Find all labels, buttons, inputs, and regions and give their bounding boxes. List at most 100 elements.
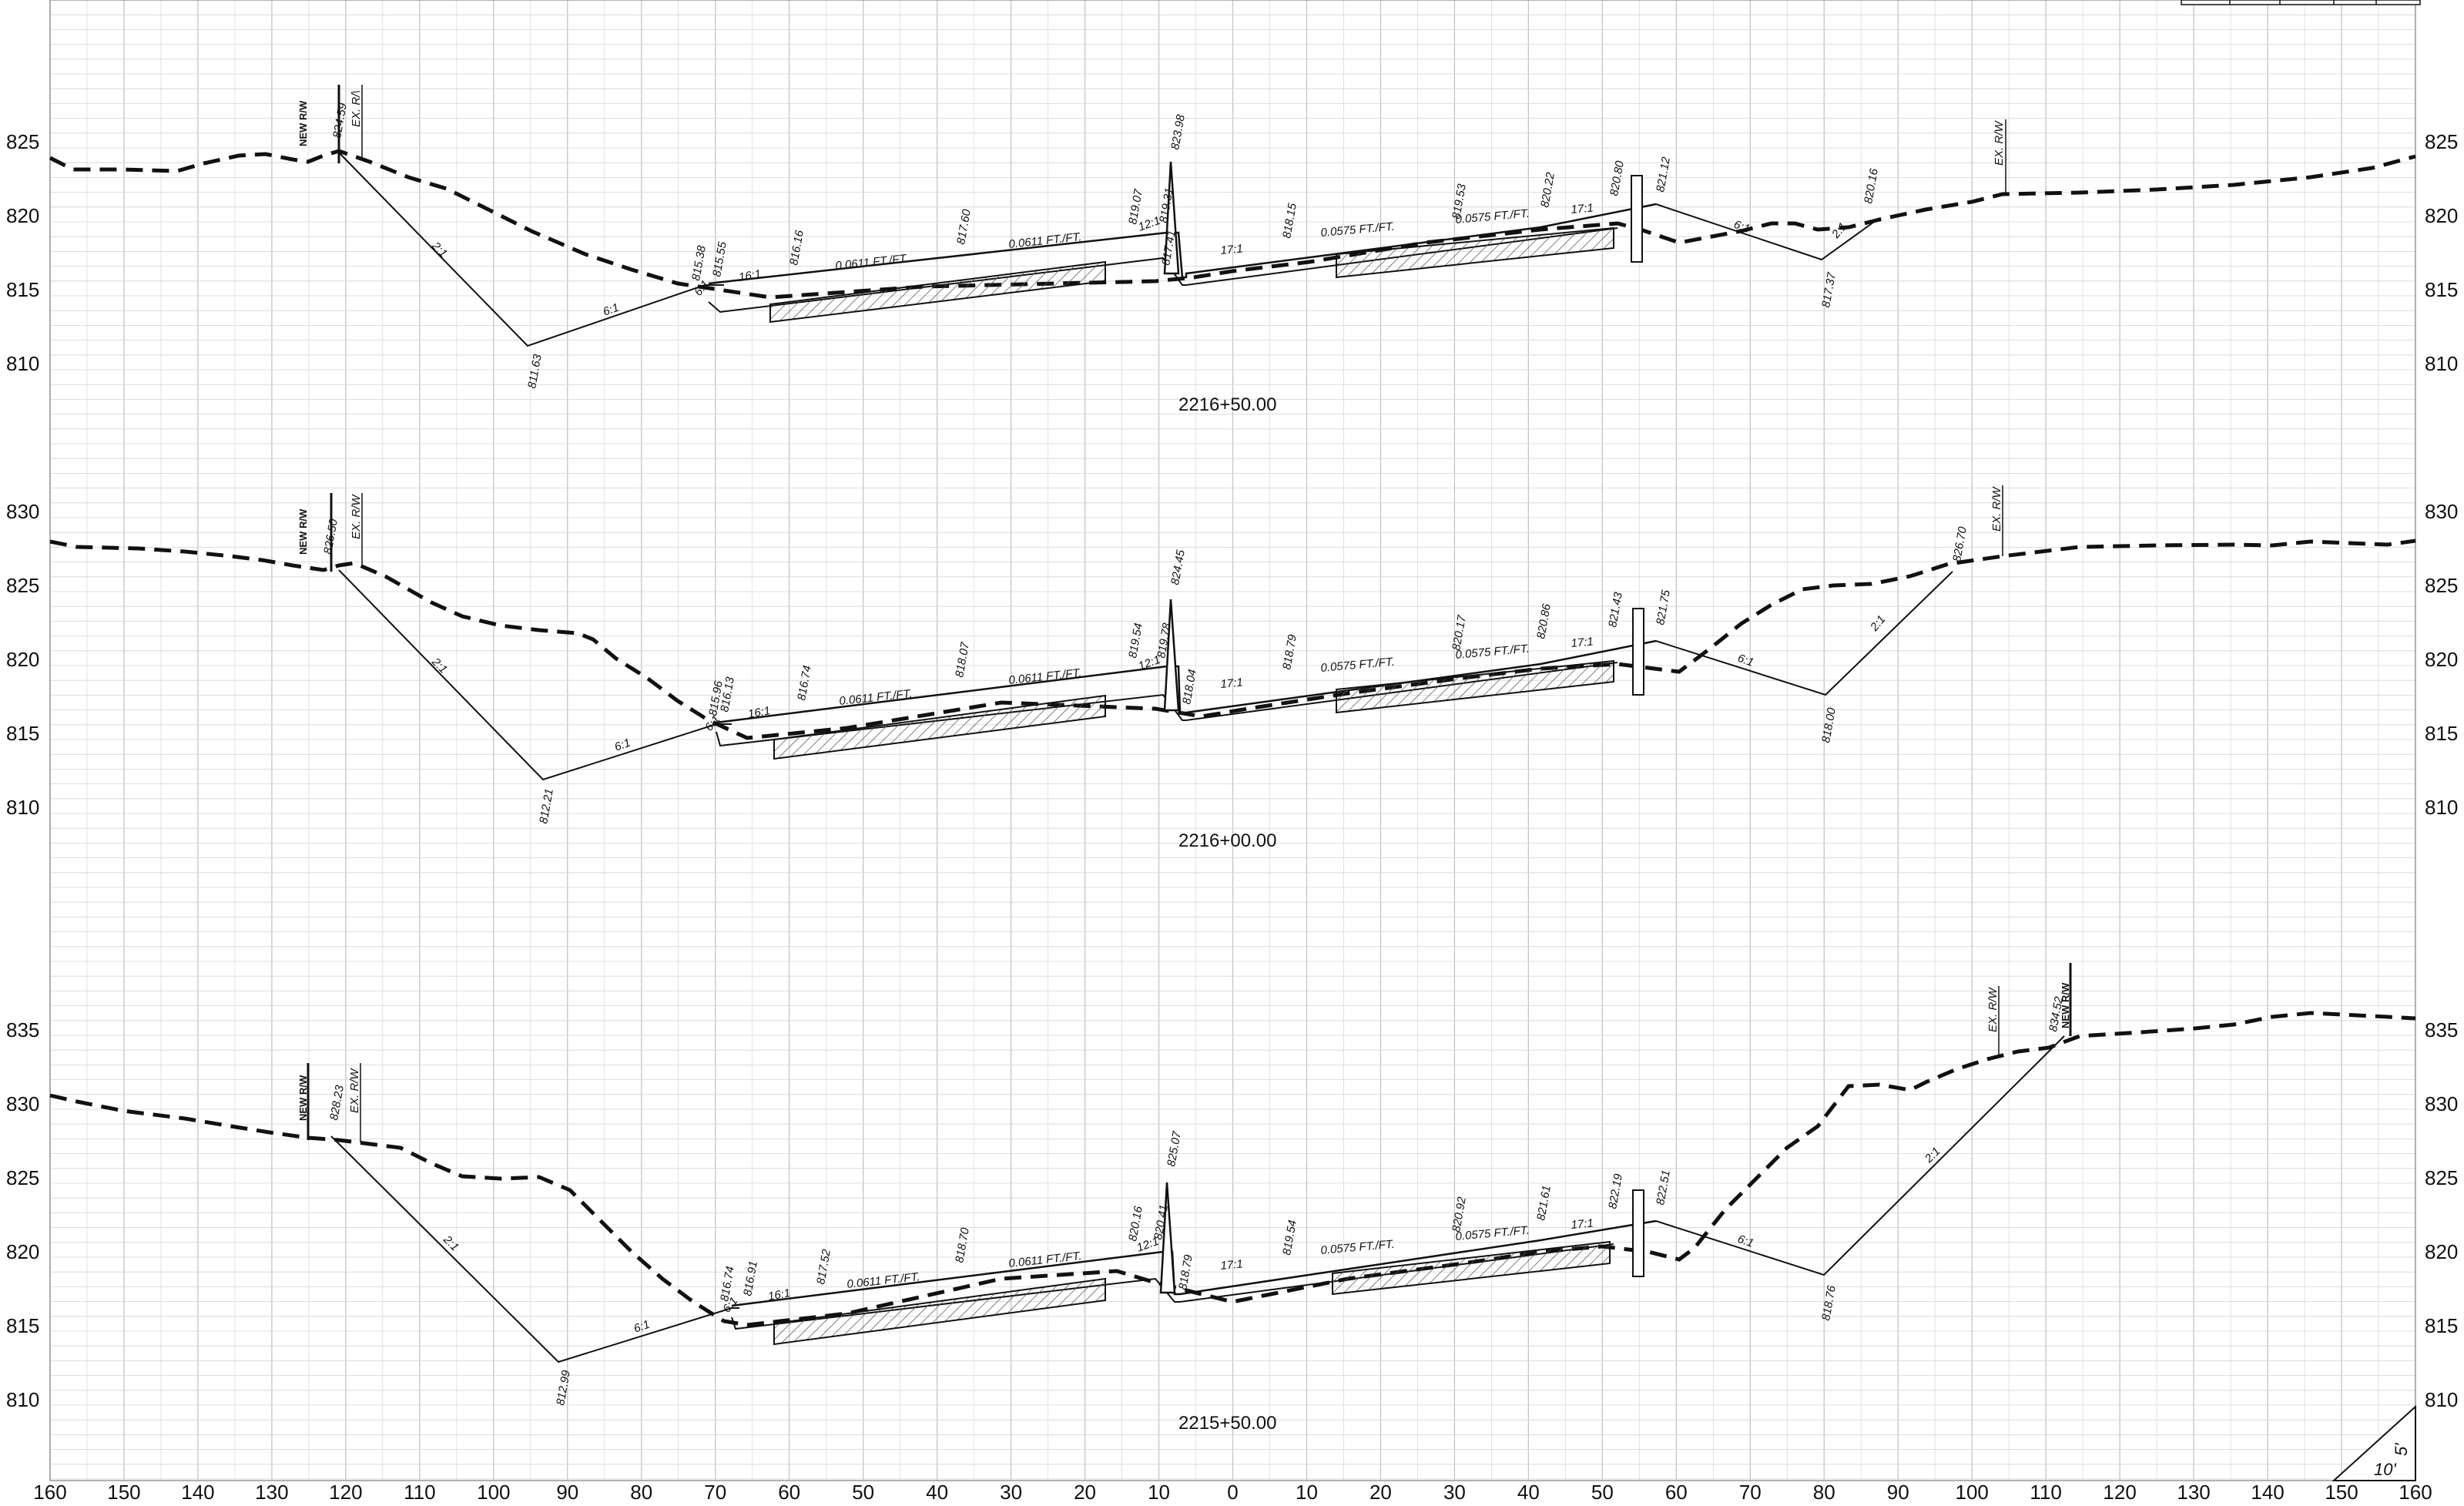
grade-label: 0.0575 FT./FT. bbox=[1455, 642, 1530, 662]
curb-spike bbox=[1163, 599, 1180, 712]
ex-rw-label: EX. R/W bbox=[350, 494, 363, 539]
elev-label: 825 bbox=[6, 1166, 39, 1189]
ex-rw-label: EX. R/W bbox=[1993, 120, 2006, 166]
barrier-post bbox=[1632, 608, 1644, 696]
offset-label: 130 bbox=[2177, 1481, 2210, 1504]
proposed-right-slope bbox=[1655, 571, 1953, 696]
elevation-callout: 815.38 bbox=[689, 244, 709, 282]
grade-label: 0.0611 FT./FT. bbox=[1008, 230, 1083, 251]
elev-label: 815 bbox=[2425, 1314, 2458, 1337]
elev-label: 810 bbox=[2425, 796, 2458, 819]
slope-label: 17:1 bbox=[1220, 676, 1244, 691]
elev-label: 820 bbox=[6, 648, 39, 671]
slope-label: 17:1 bbox=[1220, 243, 1244, 257]
offset-label: 40 bbox=[926, 1481, 948, 1504]
offset-label: 0 bbox=[1227, 1481, 1238, 1504]
hatched-base-left bbox=[773, 694, 1106, 760]
elevation-callout: 820.22 bbox=[1538, 171, 1557, 209]
elevation-callout: 817.60 bbox=[954, 208, 974, 246]
offset-label: 110 bbox=[2030, 1481, 2061, 1504]
elevation-callout: 828.23 bbox=[327, 1084, 347, 1122]
offset-label: 50 bbox=[852, 1481, 874, 1504]
offset-label: 60 bbox=[778, 1481, 800, 1504]
existing-ground-line bbox=[49, 149, 2416, 300]
elev-label: 815 bbox=[6, 722, 39, 745]
existing-ground-line bbox=[49, 1011, 2416, 1327]
slope-label: 17:1 bbox=[1220, 1258, 1244, 1273]
elevation-callout: 820.16 bbox=[1862, 167, 1881, 205]
slope-label: 17:1 bbox=[1571, 1217, 1594, 1232]
offset-label: 80 bbox=[630, 1481, 652, 1504]
offset-label: 150 bbox=[2325, 1481, 2358, 1504]
proposed-slope-line bbox=[338, 152, 724, 347]
offset-label: 100 bbox=[1955, 1481, 1988, 1504]
scale-horizontal: 10' bbox=[2374, 1460, 2396, 1479]
elev-label: 835 bbox=[6, 1018, 39, 1041]
offset-label: 160 bbox=[2399, 1481, 2432, 1504]
grade-label: 0.0611 FT./FT. bbox=[839, 687, 914, 708]
elev-label: 820 bbox=[2425, 648, 2458, 671]
station-label: 2216+00.00 bbox=[1178, 830, 1276, 851]
cross-section-2216-00: NEW R/W EX. R/W EX. R/W 826.50 812.21 81… bbox=[49, 485, 2416, 851]
offset-label: 110 bbox=[404, 1481, 435, 1504]
elevation-callout: 818.04 bbox=[1180, 669, 1199, 706]
slope-label: 16:1 bbox=[767, 1286, 792, 1303]
elevation-callout: 818.79 bbox=[1280, 633, 1299, 671]
slope-label: 17:1 bbox=[1571, 636, 1594, 650]
elevation-callout: 823.98 bbox=[1168, 113, 1188, 151]
grade-label: 0.0575 FT./FT. bbox=[1320, 656, 1396, 675]
elev-label: 815 bbox=[2425, 722, 2458, 745]
elevation-callout: 821.61 bbox=[1534, 1185, 1554, 1222]
offset-label: 120 bbox=[329, 1481, 362, 1504]
elevation-callout: 816.74 bbox=[718, 1266, 737, 1303]
elevation-callout: 825.07 bbox=[1165, 1130, 1184, 1168]
elev-label: 830 bbox=[2425, 1092, 2458, 1115]
grade-label: 0.0575 FT./FT. bbox=[1320, 1238, 1396, 1257]
elevation-callout: 818.00 bbox=[1819, 706, 1839, 744]
elev-label: 810 bbox=[6, 352, 39, 375]
hatched-base-left bbox=[773, 1277, 1106, 1346]
ex-rw-label: EX. R/\ bbox=[350, 90, 363, 127]
elev-label: 820 bbox=[6, 204, 39, 227]
elev-label: 830 bbox=[6, 500, 39, 523]
ex-rw-label: EX. R/W bbox=[1986, 987, 2000, 1032]
grade-label: 0.0575 FT./FT. bbox=[1455, 207, 1530, 226]
slope-label: 16:1 bbox=[738, 267, 763, 284]
new-rw-label: NEW R/W bbox=[297, 1075, 309, 1121]
elevation-callout: 818.15 bbox=[1280, 202, 1299, 240]
elev-label: 825 bbox=[2425, 1166, 2458, 1189]
elevation-callout: 822.19 bbox=[1606, 1172, 1625, 1210]
slope-label: 6:1 bbox=[613, 736, 632, 754]
elevation-callout: 819.54 bbox=[1280, 1219, 1299, 1256]
offset-label: 60 bbox=[1665, 1481, 1688, 1504]
title-block-fragment bbox=[2181, 0, 2421, 5]
elevation-callout: 821.12 bbox=[1654, 156, 1673, 193]
grade-label: 0.0611 FT./FT. bbox=[846, 1270, 921, 1291]
barrier-post bbox=[1631, 175, 1643, 263]
elev-label: 830 bbox=[2425, 500, 2458, 523]
elevation-callout: 820.80 bbox=[1607, 159, 1627, 197]
elevation-callout: 820.16 bbox=[1126, 1205, 1145, 1243]
offset-label: 90 bbox=[1887, 1481, 1909, 1504]
slope-label: 6:1 bbox=[1736, 1233, 1755, 1250]
proposed-slope-line bbox=[338, 569, 732, 781]
elevation-callout: 815.55 bbox=[710, 240, 729, 278]
slope-label: 12:1 bbox=[1137, 653, 1162, 673]
left-elevation-axis: 825 820 815 810 830 825 820 815 810 835 … bbox=[6, 130, 39, 1411]
hatched-base-right bbox=[1336, 226, 1614, 279]
elev-label: 825 bbox=[2425, 130, 2458, 153]
elevation-callout: 818.70 bbox=[953, 1226, 972, 1264]
offset-label: 90 bbox=[556, 1481, 578, 1504]
elevation-callout: 816.91 bbox=[741, 1260, 760, 1297]
slope-label: 2:1 bbox=[1867, 613, 1888, 635]
offset-label: 30 bbox=[1443, 1481, 1466, 1504]
elev-label: 815 bbox=[6, 1314, 39, 1337]
offset-label: 130 bbox=[255, 1481, 288, 1504]
offset-label: 70 bbox=[1739, 1481, 1762, 1504]
slope-label: 6:1 bbox=[1732, 218, 1752, 236]
slope-label: 2:1 bbox=[1922, 1145, 1943, 1166]
elevation-callout: 817.52 bbox=[814, 1248, 833, 1286]
offset-label: 30 bbox=[1000, 1481, 1022, 1504]
new-rw-label: NEW R/W bbox=[2060, 982, 2071, 1028]
